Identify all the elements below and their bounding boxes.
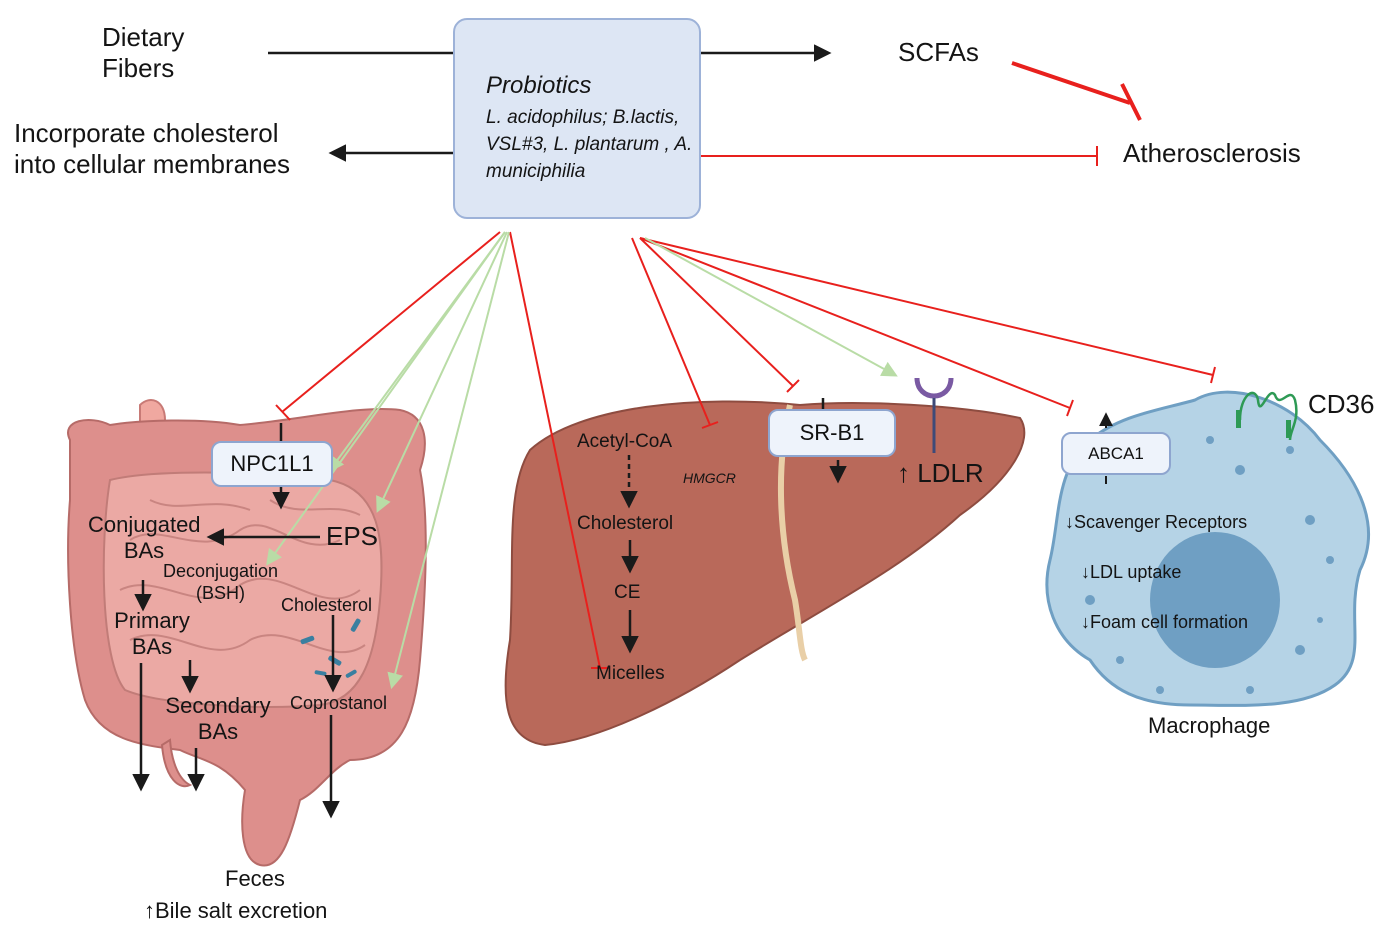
- ldlr-label: ↑ LDLR: [897, 458, 984, 488]
- liver-illustration: [504, 400, 1026, 747]
- conjugated-bas-label: Conjugated BAs: [88, 512, 201, 563]
- intestine-illustration: [67, 399, 427, 867]
- abca1-box: ABCA1: [1061, 432, 1171, 475]
- incorporate-cholesterol-label: Incorporate cholesterol into cellular me…: [14, 118, 291, 179]
- promotion-arrows: [266, 231, 898, 690]
- liver-cholesterol-label: Cholesterol: [577, 513, 674, 534]
- coprostanol-label: Coprostanol: [290, 693, 388, 713]
- scavenger-receptors-label: ↓Scavenger Receptors: [1065, 512, 1248, 532]
- primary-bas-label: Primary BAs: [114, 608, 190, 659]
- ldlr-receptor-icon: [914, 377, 954, 453]
- acetyl-coa-label: Acetyl-CoA: [577, 431, 673, 452]
- abca1-label: ABCA1: [1088, 443, 1144, 463]
- dietary-fibers-label: Dietary Fibers: [102, 22, 185, 83]
- srb1-label: SR-B1: [799, 420, 865, 445]
- bile-salt-excretion-label: ↑Bile salt excretion: [144, 898, 328, 923]
- probiotics-title: Probiotics: [486, 72, 592, 99]
- feces-label: Feces: [225, 866, 285, 891]
- eps-label: EPS: [326, 521, 379, 551]
- ce-label: CE: [614, 582, 641, 603]
- deconjugation-label: Deconjugation (BSH): [162, 561, 279, 603]
- npc1l1-label: NPC1L1: [230, 451, 314, 476]
- ldl-uptake-label: ↓LDL uptake: [1081, 562, 1182, 582]
- npc1l1-box: NPC1L1: [211, 441, 333, 487]
- intestine-cholesterol-label: Cholesterol: [281, 595, 373, 615]
- liver-shape: [504, 400, 1026, 747]
- atherosclerosis-label: Atherosclerosis: [1123, 138, 1301, 168]
- inhibition-lines: [275, 61, 1216, 669]
- nucleus-shape: [1150, 532, 1280, 668]
- cd36-receptor: [1238, 391, 1298, 441]
- macrophage-label: Macrophage: [1148, 713, 1271, 738]
- srb1-box: SR-B1: [768, 409, 896, 457]
- scfas-label: SCFAs: [898, 37, 979, 67]
- micelles-label: Micelles: [596, 663, 665, 684]
- cd36-label: CD36: [1308, 389, 1375, 419]
- intestine-arrows: [132, 423, 342, 819]
- secondary-bas-label: Secondary BAs: [165, 693, 271, 744]
- foam-cell-label: ↓Foam cell formation: [1081, 612, 1249, 632]
- hmgcr-label: HMGCR: [683, 470, 736, 486]
- probiotics-strains: L. acidophilus; B.lactis, VSL#3, L. plan…: [486, 107, 693, 182]
- probiotics-box: [453, 18, 701, 219]
